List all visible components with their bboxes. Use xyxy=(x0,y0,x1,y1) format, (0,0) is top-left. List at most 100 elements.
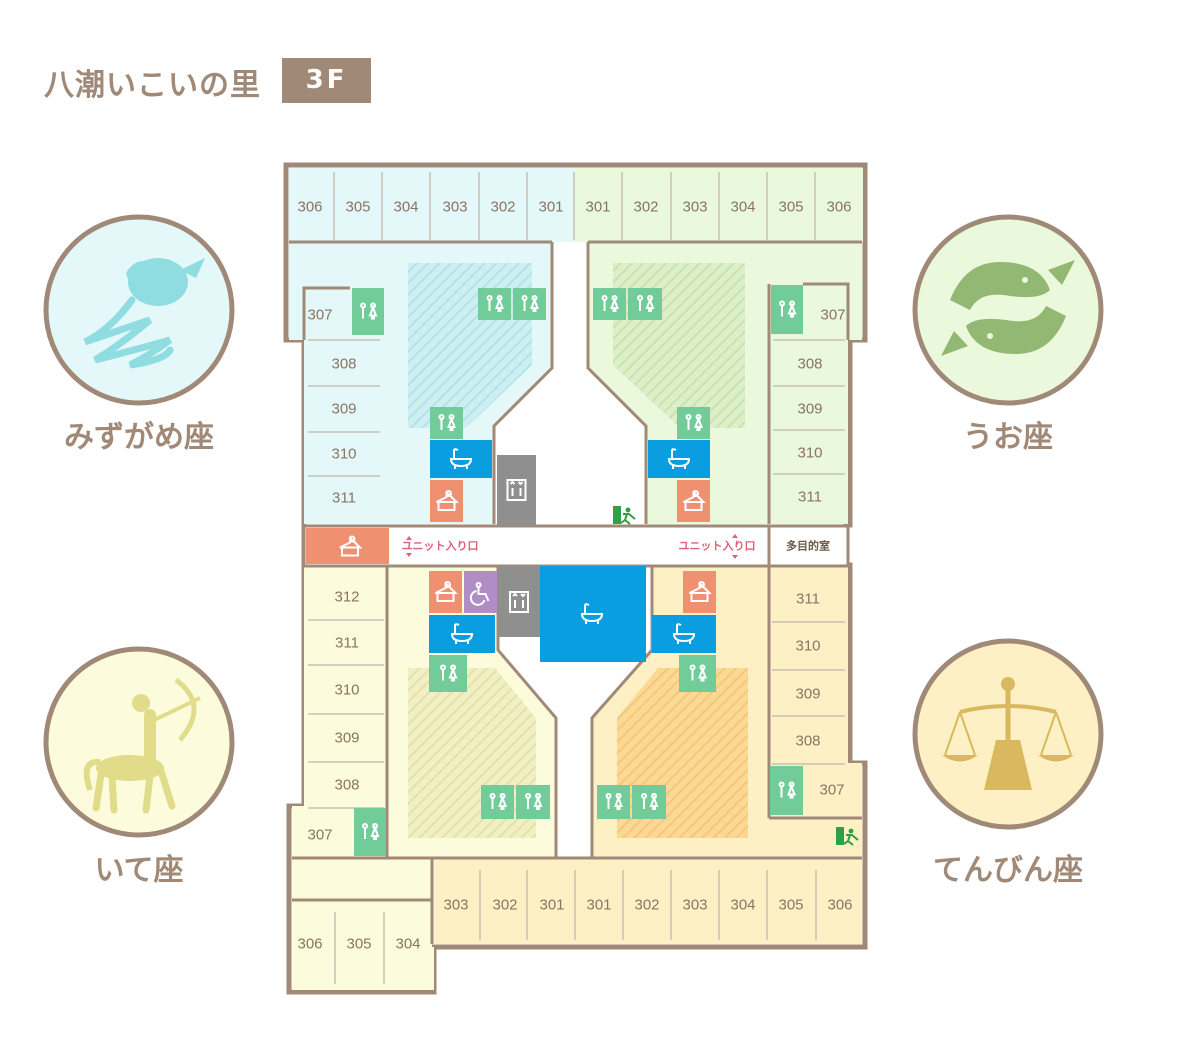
room-label: 302 xyxy=(633,199,658,216)
bath-icon xyxy=(648,440,710,478)
room-label: 308 xyxy=(795,733,820,750)
rooms-sw-side: 312 311 310 309 308 307 xyxy=(307,589,359,844)
toilet-icon xyxy=(513,288,546,320)
room-label: 310 xyxy=(334,682,359,699)
room-label: 305 xyxy=(345,199,370,216)
room-label: 303 xyxy=(442,199,467,216)
room-label: 303 xyxy=(682,199,707,216)
rooms-se-side: 311 310 309 308 307 xyxy=(795,591,844,799)
laundry-icon xyxy=(677,480,710,522)
room-label: 302 xyxy=(490,199,515,216)
elevator-icon xyxy=(498,580,540,624)
room-label: 307 xyxy=(819,782,844,799)
toilet-icon xyxy=(770,766,803,815)
room-label: 310 xyxy=(331,446,356,463)
room-label: 301 xyxy=(538,199,563,216)
elevator-icon xyxy=(497,470,536,510)
toilet-icon xyxy=(597,785,630,819)
multipurpose-room-label: 多目的室 xyxy=(786,539,830,553)
room-label: 302 xyxy=(492,897,517,914)
room-label: 309 xyxy=(797,401,822,418)
room-label: 305 xyxy=(346,936,371,953)
room-label: 304 xyxy=(730,897,755,914)
room-label: 307 xyxy=(307,307,332,324)
toilet-icon xyxy=(430,407,463,439)
aquarius-emblem xyxy=(43,214,235,406)
toilet-icon xyxy=(429,655,467,692)
facility-name: 八潮いこいの里 xyxy=(44,68,261,103)
pisces-emblem xyxy=(912,214,1104,406)
accessible-icon xyxy=(464,571,497,613)
room-label: 307 xyxy=(307,827,332,844)
rooms-nw-side: 307 308 309 310 311 xyxy=(307,307,356,507)
room-label: 305 xyxy=(778,897,803,914)
room-label: 308 xyxy=(331,356,356,373)
room-label: 309 xyxy=(334,730,359,747)
room-label: 308 xyxy=(334,777,359,794)
bath-icon xyxy=(429,615,495,653)
room-label: 302 xyxy=(634,897,659,914)
room-label: 306 xyxy=(826,199,851,216)
room-label: 309 xyxy=(795,686,820,703)
room-label: 301 xyxy=(585,199,610,216)
libra-emblem xyxy=(912,638,1104,830)
room-label: 311 xyxy=(332,490,356,507)
floor-badge: 3F xyxy=(282,58,371,103)
bath-icon xyxy=(652,615,716,653)
unit-name-nw: みずがめ座 xyxy=(64,420,214,455)
toilet-icon xyxy=(478,288,511,320)
room-label: 312 xyxy=(334,589,359,606)
toilet-icon xyxy=(354,808,386,856)
room-label: 307 xyxy=(820,307,845,324)
rooms-nw-top: 306 305 304 303 302 301 xyxy=(297,199,563,216)
entrance-marker-west: ユニット入り口 xyxy=(402,536,479,557)
room-label: 304 xyxy=(395,936,420,953)
rooms-sw-bottom: 303 302 301 306 305 304 xyxy=(297,897,564,953)
room-label: 309 xyxy=(331,401,356,418)
toilet-icon xyxy=(632,785,666,819)
room-label: 306 xyxy=(827,897,852,914)
room-label: 308 xyxy=(797,356,822,373)
toilet-icon xyxy=(481,785,514,819)
laundry-icon xyxy=(430,480,463,522)
room-label: 304 xyxy=(393,199,418,216)
room-label: 306 xyxy=(297,936,322,953)
room-label: 301 xyxy=(539,897,564,914)
bath-icon xyxy=(570,596,614,632)
laundry-icon xyxy=(429,571,462,613)
room-label: 303 xyxy=(682,897,707,914)
toilet-icon xyxy=(677,407,710,439)
rooms-ne-top: 301 302 303 304 305 306 xyxy=(585,199,851,216)
entrance-marker-east: ユニット入り口 xyxy=(679,534,756,559)
room-label: 306 xyxy=(297,199,322,216)
toilet-icon xyxy=(628,288,662,320)
room-label: 311 xyxy=(796,591,820,608)
exit-icon xyxy=(613,506,636,525)
room-label: 301 xyxy=(586,897,611,914)
toilet-icon xyxy=(593,288,626,320)
toilet-icon xyxy=(679,655,716,692)
laundry-icon xyxy=(328,530,372,563)
exit-icon xyxy=(836,827,859,846)
rooms-ne-side: 307 308 309 310 311 xyxy=(797,307,845,506)
unit-entrance-label: ユニット入り口 xyxy=(402,540,479,553)
unit-name-sw: いて座 xyxy=(94,853,184,888)
toilet-icon xyxy=(352,288,384,335)
bath-icon xyxy=(430,440,492,478)
laundry-icon xyxy=(683,571,716,613)
toilet-icon xyxy=(771,285,803,334)
room-label: 303 xyxy=(443,897,468,914)
room-label: 310 xyxy=(795,638,820,655)
unit-name-se: てんびん座 xyxy=(933,853,1083,888)
unit-name-ne: うお座 xyxy=(963,420,1053,455)
sagittarius-emblem xyxy=(43,646,235,838)
unit-entrance-label: ユニット入り口 xyxy=(679,540,756,553)
rooms-se-bottom: 301 302 303 304 305 306 xyxy=(586,897,852,914)
room-label: 311 xyxy=(335,635,359,652)
toilet-icon xyxy=(516,785,550,819)
room-label: 305 xyxy=(778,199,803,216)
room-label: 311 xyxy=(798,489,822,506)
room-label: 310 xyxy=(797,445,822,462)
room-label: 304 xyxy=(730,199,755,216)
